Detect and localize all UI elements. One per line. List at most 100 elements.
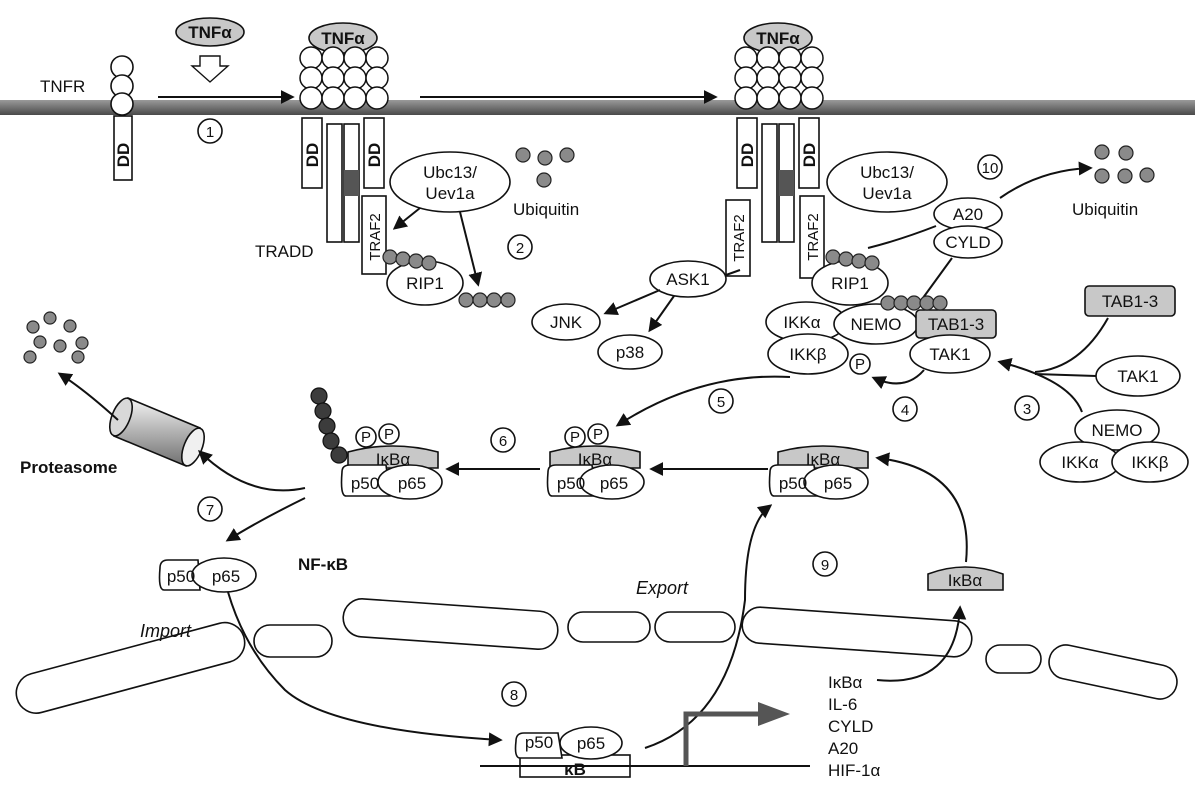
import-label: Import xyxy=(140,621,192,641)
step-number: 3 xyxy=(1023,401,1031,418)
tnfr-label: TNFR xyxy=(40,77,85,96)
uev1a-label: Uev1a xyxy=(862,184,912,203)
ikba-label: IκBα xyxy=(806,450,841,469)
peptide-fragments xyxy=(24,312,88,363)
ubiquitin-chain-ikk xyxy=(881,296,947,310)
recruit-line-tab xyxy=(1035,318,1108,372)
ikkb-label: IKKβ xyxy=(1131,453,1168,472)
tnfa-label: TNFα xyxy=(756,29,800,48)
dd-label: DD xyxy=(114,143,133,168)
p38-label: p38 xyxy=(616,343,644,362)
polyubiquitin-chain xyxy=(311,388,347,463)
nfkb-label: NF-κB xyxy=(298,555,348,574)
cyld-binding-line xyxy=(920,258,952,302)
degradation-arrow xyxy=(60,374,118,420)
target-gene: HIF-1α xyxy=(828,761,881,780)
p65-label: p65 xyxy=(600,474,628,493)
ubiquitin-chain-free-a xyxy=(459,293,515,307)
step-number: 6 xyxy=(499,433,507,450)
cyld-label: CYLD xyxy=(945,233,990,252)
recruit-arrow-ikk xyxy=(1000,362,1082,412)
p50-label: p50 xyxy=(351,474,379,493)
phospho-label: P xyxy=(593,426,603,443)
tak1-phosphorylation-arrow xyxy=(874,370,924,383)
uev1a-label: Uev1a xyxy=(425,184,475,203)
nuclear-envelope xyxy=(12,598,1180,718)
traf2-label: TRAF2 xyxy=(367,213,384,261)
phospho-label: P xyxy=(361,429,371,446)
p65-label: p65 xyxy=(212,567,240,586)
ubc13-to-traf2-arrow xyxy=(395,208,420,228)
target-gene: IκBα xyxy=(828,673,863,692)
ikba-rebinding-arrow xyxy=(878,458,967,562)
ubc13-label: Ubc13/ xyxy=(423,163,477,182)
ikka-label: IKKα xyxy=(783,313,820,332)
p50-label: p50 xyxy=(525,733,553,752)
tradd-label: TRADD xyxy=(255,242,314,261)
p50-label: p50 xyxy=(779,474,807,493)
nemo-label: NEMO xyxy=(1092,421,1143,440)
dd-label: DD xyxy=(738,143,757,168)
p65-label: p65 xyxy=(824,474,852,493)
target-gene: A20 xyxy=(828,739,858,758)
tnfa-label: TNFα xyxy=(321,29,365,48)
to-proteasome-arrow xyxy=(200,452,305,490)
ubiquitin-label: Ubiquitin xyxy=(1072,200,1138,219)
kb-site-label: κB xyxy=(564,760,586,779)
traf2-label: TRAF2 xyxy=(731,214,748,262)
ubc13-uev1a-b xyxy=(827,152,947,212)
ask1-to-p38-arrow xyxy=(650,296,674,330)
tab13-label: TAB1-3 xyxy=(928,315,984,334)
target-gene-list: IκBα IL-6 CYLD A20 HIF-1α xyxy=(828,673,881,780)
step-number: 2 xyxy=(516,240,524,257)
tab13-label: TAB1-3 xyxy=(1102,292,1158,311)
transcription-start-arrow xyxy=(686,714,760,766)
rip1-label: RIP1 xyxy=(831,274,869,293)
p50-label: p50 xyxy=(557,474,585,493)
phospho-label: P xyxy=(855,356,865,373)
ikkb-label: IKKβ xyxy=(789,345,826,364)
dd-label: DD xyxy=(303,143,322,168)
dd-label: DD xyxy=(800,143,819,168)
rip1-label: RIP1 xyxy=(406,274,444,293)
target-gene: IL-6 xyxy=(828,695,857,714)
export-label: Export xyxy=(636,578,689,598)
dd-label: DD xyxy=(365,143,384,168)
ubc13-label: Ubc13/ xyxy=(860,163,914,182)
p65-label: p65 xyxy=(398,474,426,493)
p65-label: p65 xyxy=(577,734,605,753)
step-number: 4 xyxy=(901,402,909,419)
step-number: 1 xyxy=(206,124,214,141)
ikk-to-ikba-arrow xyxy=(618,377,790,425)
nfkb-release-arrow xyxy=(228,498,305,540)
tnfa-label: TNFα xyxy=(188,23,232,42)
proteasome-label: Proteasome xyxy=(20,458,117,477)
jnk-label: JNK xyxy=(550,313,583,332)
ikka-label: IKKα xyxy=(1061,453,1098,472)
tnfr-inactive: DD xyxy=(111,56,133,180)
a20-label: A20 xyxy=(953,205,983,224)
ubiquitin-label: Ubiquitin xyxy=(513,200,579,219)
step-number: 10 xyxy=(982,160,999,177)
step-number: 7 xyxy=(206,502,214,519)
plasma-membrane xyxy=(0,100,1195,115)
free-ubiquitin-b xyxy=(1095,145,1154,183)
ubc13-uev1a-a xyxy=(390,152,510,212)
tnfa-binding-arrow xyxy=(192,56,228,82)
ubc13-to-chain-arrow xyxy=(460,212,478,284)
nemo-label: NEMO xyxy=(851,315,902,334)
ask1-label: ASK1 xyxy=(666,270,709,289)
traf2-label: TRAF2 xyxy=(805,213,822,261)
ikba-label: IκBα xyxy=(948,571,983,590)
step-number: 9 xyxy=(821,557,829,574)
ask1-to-jnk-arrow xyxy=(606,290,660,313)
transcription-arrowhead xyxy=(758,702,790,726)
phospho-label: P xyxy=(384,426,394,443)
step-number: 5 xyxy=(717,394,725,411)
free-ubiquitin-a xyxy=(516,148,574,187)
phospho-label: P xyxy=(570,429,580,446)
ikba-label: IκBα xyxy=(578,450,613,469)
target-gene: CYLD xyxy=(828,717,873,736)
